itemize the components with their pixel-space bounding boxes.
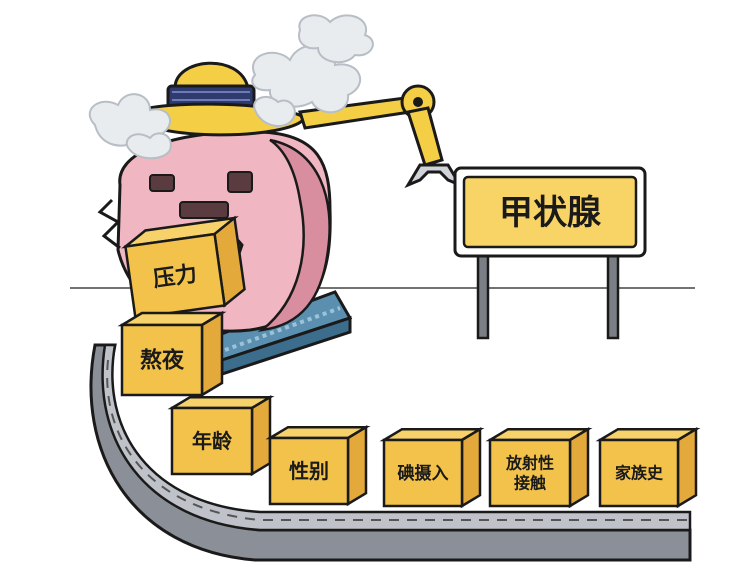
nose-slot bbox=[179, 201, 229, 219]
smoke-right-top bbox=[298, 14, 374, 64]
box-side-face bbox=[346, 424, 368, 507]
smoke-left-small bbox=[125, 132, 172, 160]
belt-tread bbox=[106, 359, 690, 521]
helmet-dome bbox=[173, 61, 250, 90]
helmet-band-stripes bbox=[172, 91, 250, 101]
right-eye bbox=[227, 171, 253, 193]
box-label: 碘摄入 bbox=[398, 463, 449, 484]
sign-title: 甲状腺 bbox=[499, 193, 602, 233]
box-front-face bbox=[268, 436, 350, 506]
left-eye bbox=[149, 174, 175, 192]
box-front-face bbox=[170, 406, 254, 476]
box-front-face bbox=[124, 232, 226, 320]
smoke-right-low bbox=[253, 95, 296, 127]
box-label: 家族史 bbox=[615, 464, 664, 483]
box-label: 性别 bbox=[289, 459, 329, 483]
box-iodine: 碘摄入 bbox=[379, 426, 485, 509]
box-front-face bbox=[382, 438, 464, 508]
box-label: 年龄 bbox=[192, 429, 233, 453]
robot-arm bbox=[298, 84, 464, 189]
box-label: 压力 bbox=[152, 262, 199, 293]
box-pressure: 压力 bbox=[121, 215, 246, 320]
thyroid-signboard: 甲状腺 bbox=[453, 166, 647, 340]
arm-lower bbox=[406, 106, 444, 167]
body-spikes bbox=[97, 198, 121, 250]
box-label: 熬夜 bbox=[140, 348, 185, 374]
sign-post-right bbox=[606, 246, 620, 340]
sign-panel bbox=[462, 175, 638, 249]
box-side-face bbox=[568, 426, 590, 509]
box-front-face bbox=[120, 323, 204, 397]
box-label: 放射性 bbox=[505, 454, 554, 473]
belt-top bbox=[101, 343, 692, 532]
box-front-face bbox=[488, 438, 572, 508]
box-side-face bbox=[250, 394, 272, 477]
box-age: 年龄 bbox=[167, 394, 275, 477]
body-side-shade bbox=[257, 138, 331, 332]
box-side-face bbox=[460, 426, 482, 509]
arm-joint-pin bbox=[413, 97, 423, 107]
box-label: 接触 bbox=[514, 474, 546, 493]
box-side-face bbox=[200, 310, 224, 398]
box-side-face bbox=[676, 426, 698, 509]
box-gender: 性别 bbox=[265, 424, 371, 507]
box-family-history: 家族史 bbox=[595, 426, 701, 509]
conveyor-belt bbox=[89, 343, 692, 562]
box-late-nights: 熬夜 bbox=[117, 310, 227, 398]
box-front-face bbox=[598, 438, 680, 508]
sign-post-left bbox=[476, 246, 490, 340]
arm-claw bbox=[404, 163, 464, 189]
smoke bbox=[88, 14, 374, 160]
